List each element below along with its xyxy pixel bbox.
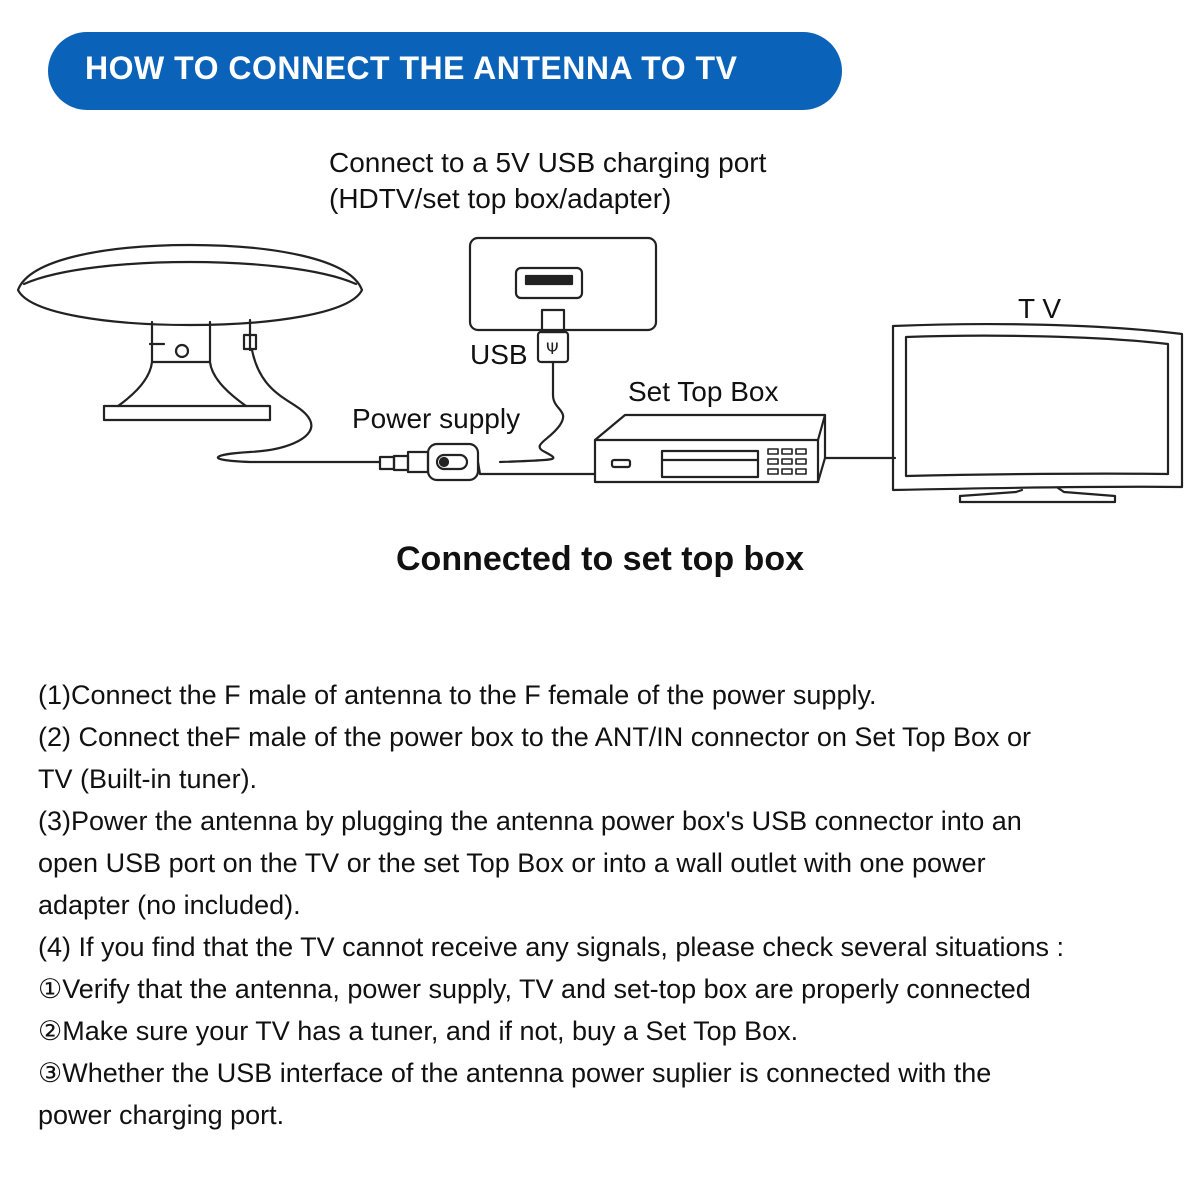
instruction-line: open USB port on the TV or the set Top B… bbox=[38, 848, 986, 878]
instruction-line: TV (Built-in tuner). bbox=[38, 764, 258, 794]
power-supply-label: Power supply bbox=[352, 403, 521, 434]
tv-icon bbox=[891, 322, 1184, 504]
svg-text:Ψ: Ψ bbox=[546, 339, 559, 358]
set-top-box-label: Set Top Box bbox=[628, 376, 779, 407]
set-top-box-icon bbox=[593, 413, 827, 484]
usb-port-note-line1: Connect to a 5V USB charging port bbox=[329, 147, 767, 178]
instruction-line: (1)Connect the F male of antenna to the … bbox=[38, 680, 877, 710]
instruction-line: ③Whether the USB interface of the antenn… bbox=[38, 1058, 992, 1088]
connection-diagram: Ψ bbox=[16, 236, 1184, 504]
instructions: (1)Connect the F male of antenna to the … bbox=[38, 674, 1188, 1136]
instruction-line: ②Make sure your TV has a tuner, and if n… bbox=[38, 1016, 799, 1046]
instruction-line: power charging port. bbox=[38, 1100, 285, 1130]
antenna-cable bbox=[216, 348, 382, 464]
title-banner: HOW TO CONNECT THE ANTENNA TO TV bbox=[48, 32, 842, 110]
usb-port-note-line2: (HDTV/set top box/adapter) bbox=[329, 183, 672, 214]
diagram-caption: Connected to set top box bbox=[396, 540, 804, 578]
instruction-line: (3)Power the antenna by plugging the ant… bbox=[38, 806, 1022, 836]
usb-label: USB bbox=[470, 339, 528, 370]
power-to-stb-cable bbox=[476, 460, 597, 476]
instruction-line: adapter (no included). bbox=[38, 890, 301, 920]
tv-label: T V bbox=[1018, 293, 1062, 324]
instruction-line: ①Verify that the antenna, power supply, … bbox=[38, 974, 1031, 1004]
usb-cable bbox=[498, 360, 565, 464]
usb-plug-icon: Ψ bbox=[536, 308, 570, 364]
power-supply-icon bbox=[378, 442, 480, 482]
instruction-line: (4) If you find that the TV cannot recei… bbox=[38, 932, 1065, 962]
instruction-line: (2) Connect theF male of the power box t… bbox=[38, 722, 1032, 752]
antenna-icon bbox=[16, 243, 364, 422]
page-title: HOW TO CONNECT THE ANTENNA TO TV bbox=[85, 50, 738, 86]
